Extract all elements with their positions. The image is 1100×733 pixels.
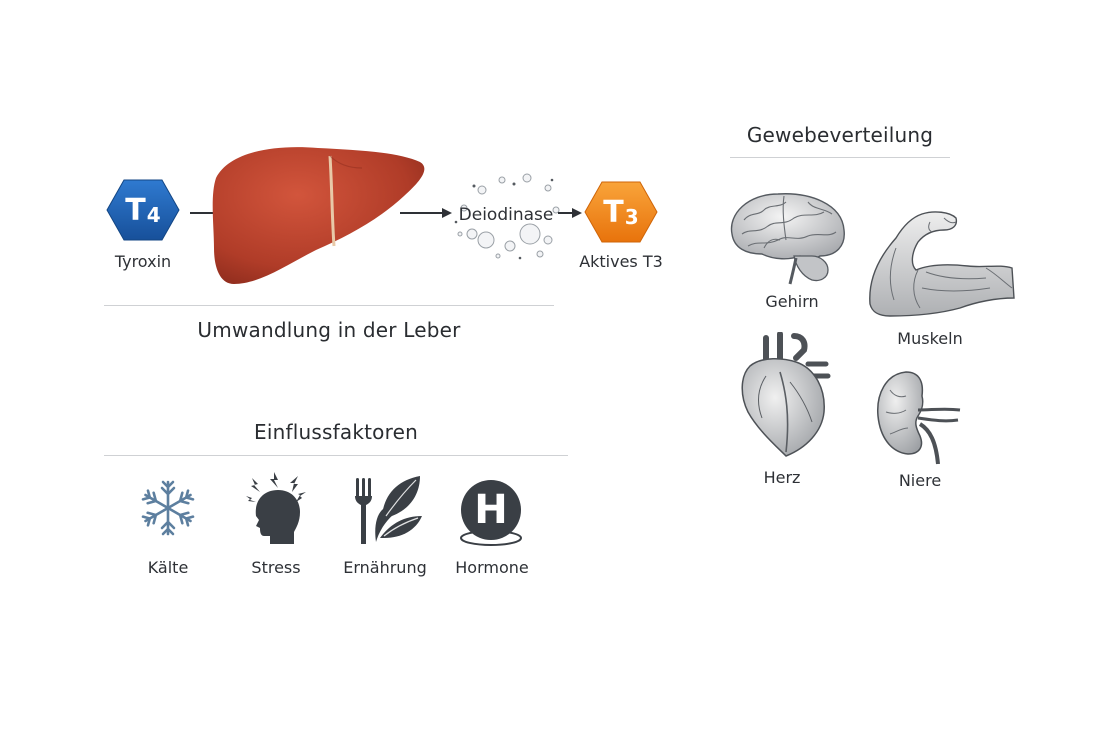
factor-label-stress: Stress <box>251 558 301 577</box>
t4-hexagon-shape <box>106 179 180 241</box>
factor-label-nutrition: Ernährung <box>343 558 427 577</box>
tissue-label-brain: Gehirn <box>765 292 819 311</box>
heart-icon <box>741 332 831 457</box>
factors-divider <box>104 455 568 456</box>
liver-illustration <box>212 147 425 284</box>
fork-leaf-icon <box>355 476 422 544</box>
tissue-label-muscles: Muskeln <box>897 329 963 348</box>
t3-letter: T <box>603 194 624 230</box>
tissue-label-kidney: Niere <box>898 471 942 490</box>
hormone-letter: H <box>474 487 508 533</box>
snowflake-icon <box>141 480 195 536</box>
conversion-divider <box>104 305 554 306</box>
t3-label: Aktives T3 <box>579 252 663 271</box>
hormone-h-icon <box>460 480 522 546</box>
factor-label-cold: Kälte <box>147 558 189 577</box>
arrow-liver-to-enzyme <box>400 208 452 218</box>
conversion-title: Umwandlung in der Leber <box>197 318 461 342</box>
factor-label-hormones: Hormone <box>455 558 529 577</box>
stressed-head-icon <box>246 472 306 544</box>
arrow-enzyme-to-t3 <box>558 208 582 218</box>
factors-title: Einflussfaktoren <box>254 420 418 444</box>
t3-hexagon-shape <box>584 181 658 243</box>
tissues-title: Gewebeverteilung <box>746 123 934 147</box>
tissue-label-heart: Herz <box>763 468 801 487</box>
t4-label: Tyroxin <box>114 252 172 271</box>
enzyme-label: Deiodinase <box>458 205 554 225</box>
tissues-divider <box>730 157 950 158</box>
enzyme-bubbles <box>454 173 560 260</box>
muscle-arm-icon <box>869 211 1015 317</box>
t3-index: 3 <box>624 205 639 229</box>
t4-letter: T <box>125 192 146 228</box>
kidney-icon <box>877 371 961 465</box>
brain-icon <box>730 193 845 285</box>
t4-index: 4 <box>146 203 161 227</box>
